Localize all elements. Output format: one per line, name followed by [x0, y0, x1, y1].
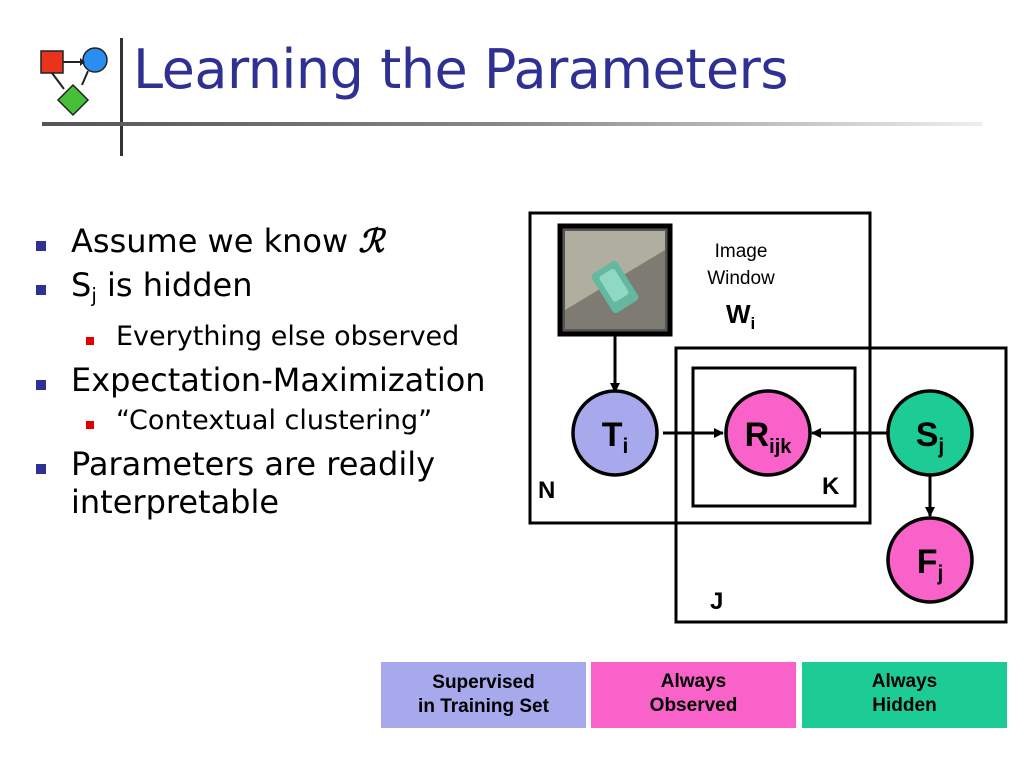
bullet-item: Expectation-Maximization — [34, 361, 524, 399]
node-t — [571, 389, 659, 477]
plate-k — [691, 366, 857, 508]
plate-n — [528, 211, 872, 525]
sub-bullet-item: “Contextual clustering” — [34, 405, 524, 437]
bullet-item: Sj is hidden — [34, 266, 524, 315]
node-f-label: Fj — [917, 543, 944, 585]
node-s-label: Sj — [916, 416, 945, 458]
node-f-sub: j — [936, 562, 943, 585]
title-vertical-rule — [120, 38, 123, 156]
node-r-main: R — [745, 416, 770, 454]
sub-bullet-item: Everything else observed — [34, 321, 524, 353]
node-t-label: Ti — [602, 416, 629, 458]
bullet-text: Assume we know — [71, 222, 359, 260]
bullet-item: Assume we know ℛ — [34, 222, 524, 260]
legend-hidden-line1: Always — [871, 671, 938, 692]
plate-j — [674, 346, 1008, 624]
title-horizontal-rule — [42, 122, 982, 126]
logo-icon — [40, 47, 108, 117]
image-window-thumbnail — [557, 223, 673, 337]
plate-n-label: N — [538, 477, 555, 504]
plate-j-label: J — [710, 588, 723, 615]
legend-supervised-line2: in Training Set — [418, 696, 549, 717]
sub-bullet-text: “Contextual clustering” — [116, 404, 433, 436]
w-label: Wi — [726, 299, 755, 333]
slide-title: Learning the Parameters — [133, 38, 788, 101]
bullet-subscript: j — [91, 283, 97, 307]
w-label-main: W — [726, 299, 751, 329]
node-t-main: T — [602, 416, 623, 454]
node-r-sub: ijk — [769, 436, 792, 458]
script-r-symbol: ℛ — [358, 222, 384, 260]
w-label-sub: i — [751, 314, 756, 333]
legend-supervised: Supervised in Training Set — [381, 662, 586, 728]
plate-k-label: K — [822, 473, 840, 500]
node-s-sub: j — [937, 435, 944, 458]
node-f-main: F — [917, 543, 938, 581]
image-window-label-line2: Window — [707, 268, 775, 289]
graphical-model-diagram: Image Window Wi Ti Rijk Sj Fj N K J — [528, 211, 1008, 624]
legend-hidden-line2: Hidden — [872, 695, 937, 716]
bullet-text-rest: is hidden — [96, 266, 253, 304]
node-t-sub: i — [622, 435, 628, 458]
bullet-list: Assume we know ℛ Sj is hidden Everything… — [34, 222, 524, 527]
node-r — [724, 389, 812, 477]
bullet-text: Expectation-Maximization — [71, 360, 486, 399]
image-window-label-line1: Image — [715, 241, 768, 262]
legend-observed-line2: Observed — [649, 695, 738, 716]
bullet-text: S — [71, 266, 92, 304]
node-s — [886, 389, 974, 477]
node-f — [886, 516, 974, 604]
bullet-text-line1: Parameters are readily — [71, 444, 436, 483]
bullet-text-line2: interpretable — [71, 482, 280, 521]
node-s-main: S — [916, 416, 939, 454]
legend-supervised-line1: Supervised — [432, 672, 535, 693]
node-r-label: Rijk — [745, 416, 793, 458]
legend-observed-line1: Always — [660, 671, 727, 692]
sub-bullet-text: Everything else observed — [116, 320, 460, 352]
